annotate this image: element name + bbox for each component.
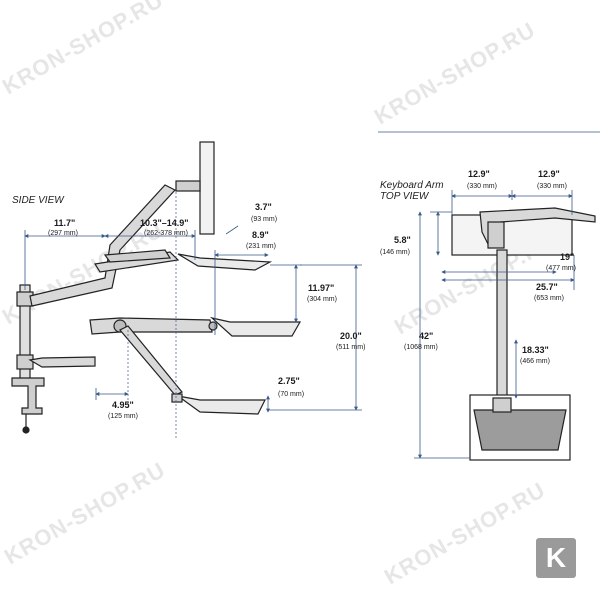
dim-tilt-mm: (93 mm) [251, 216, 277, 223]
dim-lower-drop-mm: (70 mm) [278, 391, 304, 398]
dim-right-width-value: 12.9" [538, 169, 560, 179]
top-view-labels: 12.9" (330 mm) 12.9" (330 mm) 5.8" (146 … [380, 169, 576, 365]
dim-tray-height-mm: (304 mm) [307, 296, 337, 303]
side-view-drawing [11, 141, 302, 434]
watermark-6: KRON-SHOP.RU [380, 477, 550, 589]
desk-clamp [11, 377, 45, 415]
dim-total-height-mm: (511 mm) [336, 344, 365, 351]
keyboard-tray-lower [177, 395, 266, 415]
dim-arm19-value: 19" [560, 252, 574, 262]
dim-right-width-mm: (330 mm) [537, 183, 567, 190]
monitor [199, 141, 215, 235]
dim-arm257-value: 25.7" [536, 282, 558, 292]
dim-tray-depth-value: 8.9" [252, 230, 269, 240]
dim-left-width-mm: (330 mm) [467, 183, 497, 190]
dim-lower-drop-value: 2.75" [278, 376, 300, 386]
top-view-drawing [451, 207, 596, 461]
dim-monitor-value: 10.3"–14.9" [140, 218, 189, 228]
dim-total-reach-value: 42" [419, 331, 433, 341]
shop-logo: K [536, 538, 576, 578]
dim-base-offset-mm: (125 mm) [108, 413, 138, 420]
dim-tray-depth-mm: (231 mm) [246, 243, 276, 250]
dim-total-reach-mm: (1068 mm) [404, 344, 438, 351]
dim-tray-reach-mm: (466 mm) [520, 358, 550, 365]
top-vertical-arm [496, 249, 508, 401]
dim-arm257-mm: (653 mm) [534, 295, 564, 302]
watermark-1: KRON-SHOP.RU [0, 0, 168, 99]
side-view-labels: 11.7" (297 mm) 10.3"–14.9" (262-378 mm) … [48, 202, 365, 420]
top-view-title: Keyboard Arm TOP VIEW [380, 180, 444, 202]
dim-reach-value: 11.7" [54, 218, 75, 228]
dim-monitor-mm: (262-378 mm) [144, 230, 188, 237]
dim-tray-height-value: 11.97" [308, 283, 334, 293]
top-view-dimensions [414, 190, 575, 459]
dim-total-height-value: 20.0" [340, 331, 362, 341]
watermark-2: KRON-SHOP.RU [370, 17, 540, 129]
dim-tray-reach-value: 18.33" [522, 345, 549, 355]
keyboard-arm-middle [89, 317, 213, 335]
dim-left-width-value: 12.9" [468, 169, 490, 179]
dim-depth-value: 5.8" [394, 235, 411, 245]
side-view-title: SIDE VIEW [12, 195, 64, 206]
dim-depth-mm: (146 mm) [380, 249, 410, 256]
dim-reach-mm: (297 mm) [48, 230, 78, 237]
dim-tilt-value: 3.7" [255, 202, 272, 212]
watermark-5: KRON-SHOP.RU [0, 457, 170, 569]
shop-logo-letter: K [545, 542, 567, 573]
dim-arm19-mm: (477 mm) [546, 265, 576, 272]
dim-base-offset-value: 4.95" [112, 400, 134, 410]
side-view-dimensions [24, 225, 362, 413]
